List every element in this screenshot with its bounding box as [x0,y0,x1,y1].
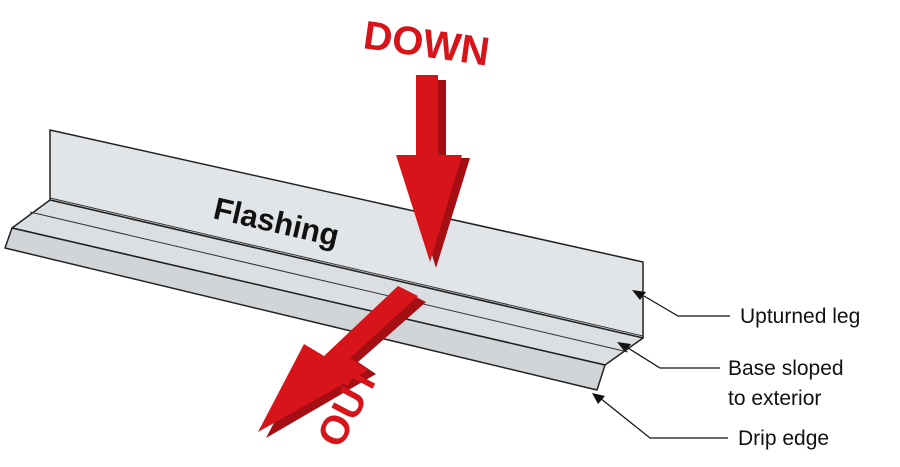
down-arrow [396,75,470,268]
arrowhead-upturned-leg [632,290,646,300]
callout-arrowheads [592,290,646,404]
arrowhead-drip-edge [592,393,605,404]
down-label: DOWN [361,13,493,74]
callout-leaders [599,295,730,439]
out-arrow [258,286,426,438]
fold-line-base [29,211,629,353]
leader-upturned-leg [643,295,730,317]
callout-drip-edge: Drip edge [738,427,829,450]
callout-upturned-leg: Upturned leg [740,305,860,328]
leader-base-sloped [627,347,720,369]
fold-line-leg [49,197,644,337]
arrowhead-base-sloped [617,342,631,352]
callout-base-sloped-line1: Base sloped [728,357,844,380]
callout-base-sloped-line2: to exterior [728,387,821,410]
drip-edge-lip [4,227,606,391]
leader-drip-edge [599,397,728,439]
